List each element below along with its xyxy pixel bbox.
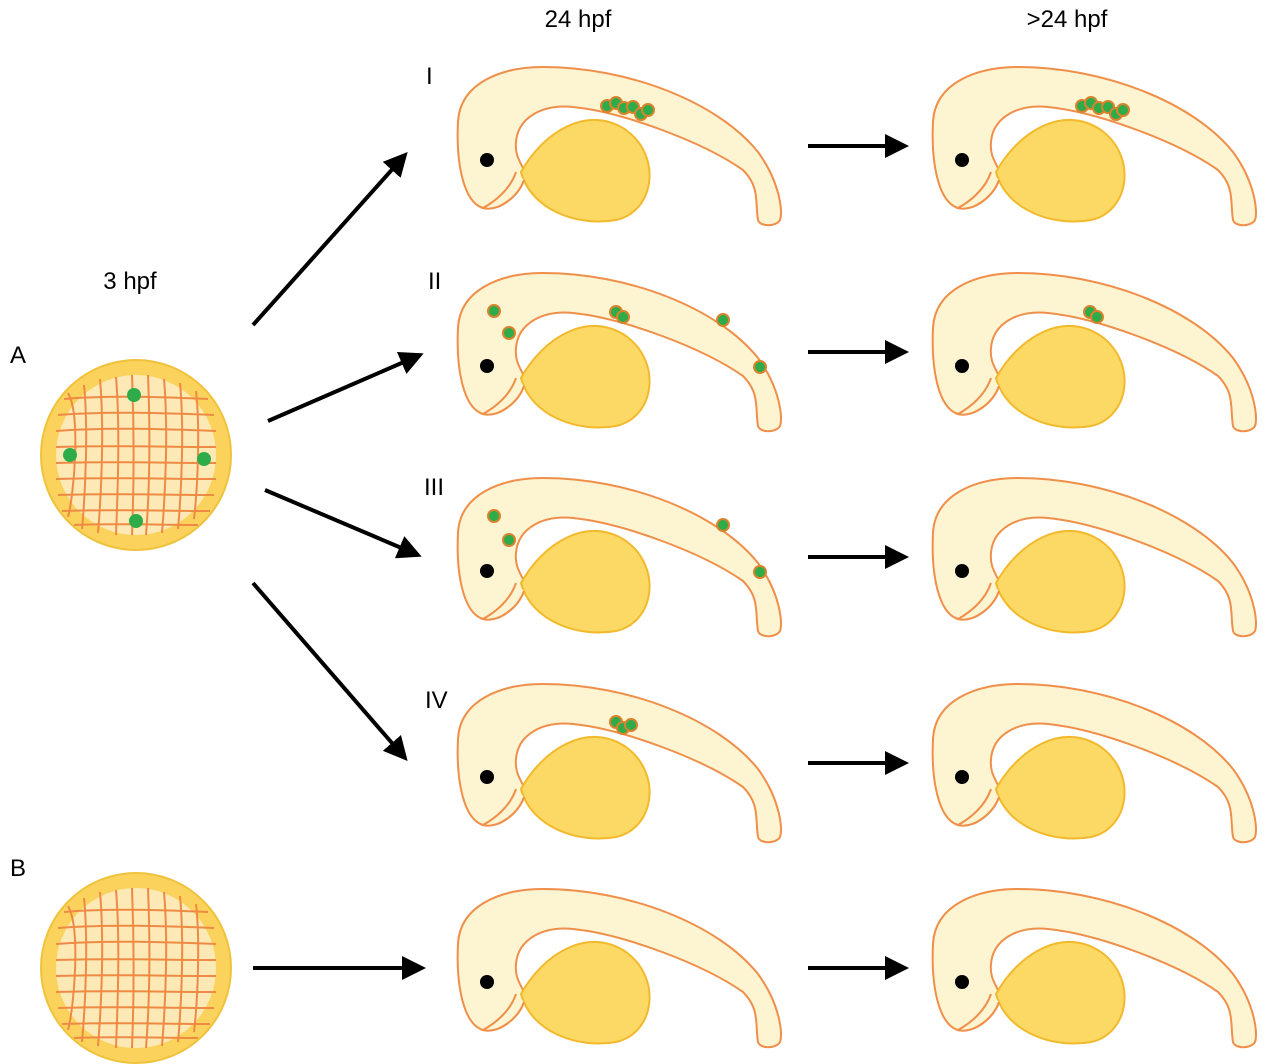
embryo-ii-24hpf (458, 273, 781, 431)
embryo-iii-late (933, 478, 1256, 636)
embryo-ii-late (933, 273, 1256, 431)
egg-a-marked-cell (127, 388, 141, 402)
header-24hpf: 24 hpf (545, 8, 612, 32)
group-label-a: A (10, 344, 26, 368)
embryo-b-late (933, 889, 1256, 1047)
egg-b (41, 873, 231, 1063)
egg-a-marked-cell (197, 452, 211, 466)
embryo-i-late (933, 67, 1256, 225)
egg-a-marked-cell (63, 448, 77, 462)
header-late-hpf: >24 hpf (1027, 8, 1108, 32)
scenario-label-iv: IV (425, 689, 448, 713)
arrow-a-to-iv (253, 583, 405, 758)
header-3hpf: 3 hpf (103, 270, 156, 294)
embryo-iv-late (933, 684, 1256, 842)
embryo-iv-24hpf (458, 684, 781, 842)
embryo-b-24hpf (458, 889, 781, 1047)
embryo-i-24hpf (458, 67, 781, 225)
scenario-label-ii: II (428, 270, 441, 294)
scenario-label-iii: III (424, 476, 444, 500)
embryo-iii-24hpf (458, 478, 781, 636)
egg-a-marked-cell (129, 514, 143, 528)
arrow-a-to-iii (265, 490, 418, 555)
scenario-label-i: I (426, 65, 433, 89)
group-label-b: B (10, 857, 26, 881)
egg-a (41, 360, 231, 550)
arrow-a-to-ii (268, 355, 420, 421)
arrow-a-to-i (253, 155, 405, 325)
